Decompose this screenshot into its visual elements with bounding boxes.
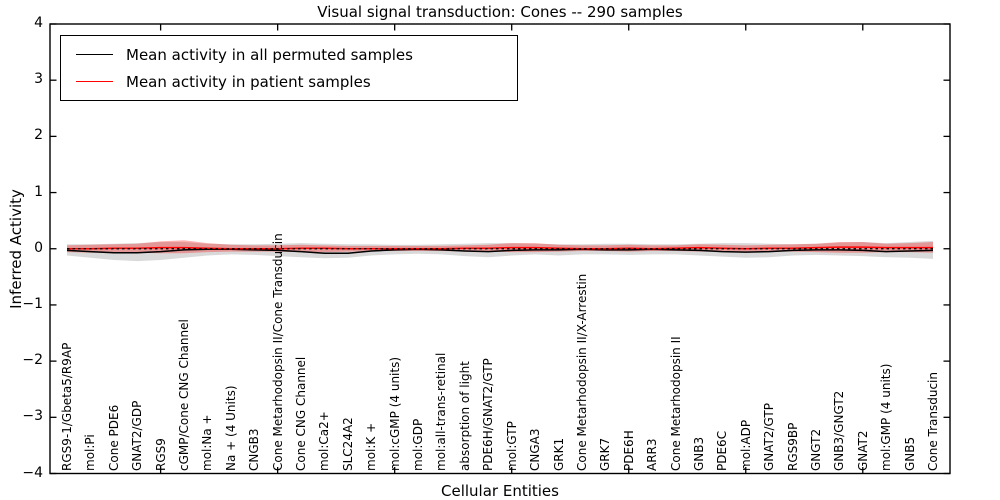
x-axis-title: Cellular Entities bbox=[441, 482, 559, 500]
legend-item-permuted: Mean activity in all permuted samples bbox=[61, 41, 517, 68]
chart-title: Visual signal transduction: Cones -- 290… bbox=[317, 3, 683, 21]
y-tick-label: 2 bbox=[34, 127, 43, 144]
y-tick-label: 0 bbox=[34, 239, 43, 256]
legend: Mean activity in all permuted samples Me… bbox=[60, 35, 518, 101]
y-tick-label: −2 bbox=[22, 352, 43, 369]
y-tick-label: 4 bbox=[34, 15, 43, 31]
legend-label-permuted: Mean activity in all permuted samples bbox=[126, 45, 413, 64]
patient-mean-line bbox=[67, 246, 933, 250]
y-axis-title: Inferred Activity bbox=[7, 189, 25, 309]
y-tick-label: 1 bbox=[34, 183, 43, 200]
y-tick-label: −1 bbox=[22, 295, 43, 312]
y-tick-label: 3 bbox=[34, 71, 43, 88]
permuted-line-swatch bbox=[76, 54, 113, 55]
y-tick-label: −4 bbox=[22, 464, 43, 481]
legend-item-patient: Mean activity in patient samples bbox=[61, 68, 517, 95]
legend-label-patient: Mean activity in patient samples bbox=[126, 72, 371, 91]
patient-line-swatch bbox=[76, 81, 113, 82]
y-tick-label: −3 bbox=[22, 408, 43, 425]
